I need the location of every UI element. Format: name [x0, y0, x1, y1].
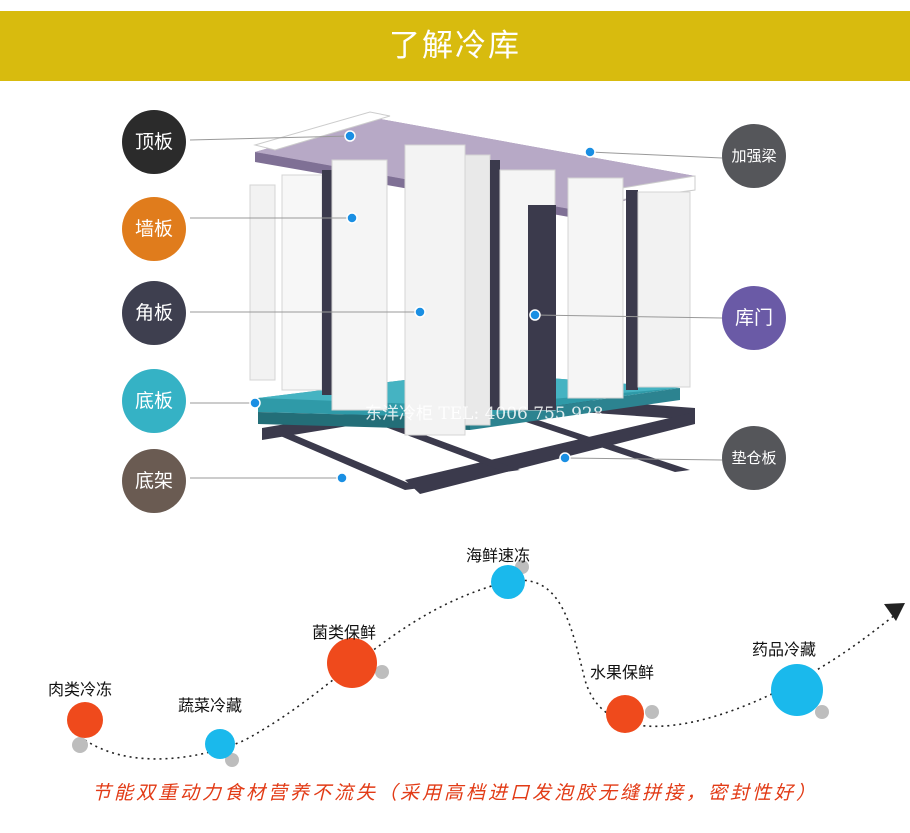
badge-corner-panel: 角板: [122, 281, 186, 345]
badge-wall-panel: 墙板: [122, 197, 186, 261]
badge-door: 库门: [722, 286, 786, 350]
watermark-text: 东洋冷柜 TEL: 4006 755 928: [365, 404, 604, 424]
use-dot-2: [205, 729, 235, 759]
use-dot-4: [491, 565, 525, 599]
title-banner: [0, 11, 910, 81]
slogan-text: 节能双重动力食材营养不流失（采用高档进口发泡胶无缝拼接，密封性好）: [91, 782, 818, 804]
use-label-meat: 肉类冷冻: [48, 680, 113, 699]
pointer-dots: [249, 130, 596, 484]
use-dot-3: [327, 638, 377, 688]
use-dot-5: [606, 695, 644, 733]
uses-curve: [84, 579, 896, 760]
use-label-medicine: 药品冷藏: [752, 640, 817, 659]
arrow-head-icon: [884, 603, 905, 621]
use-label-fruit: 水果保鲜: [590, 663, 655, 682]
use-label-mushrooms: 菌类保鲜: [312, 623, 377, 642]
pointer-lines: [189, 135, 723, 479]
badge-base-frame: 底架: [122, 449, 186, 513]
wall-panels: [249, 144, 691, 436]
use-dot-1: [67, 702, 103, 738]
grey-dots: [72, 560, 829, 767]
badge-pallet-board: 垫仓板: [722, 426, 786, 490]
use-label-seafood: 海鲜速冻: [466, 546, 531, 565]
page-title: 了解冷库: [389, 28, 521, 64]
badge-roof-panel: 顶板: [122, 110, 186, 174]
use-label-vegetables: 蔬菜冷藏: [178, 696, 243, 715]
use-dot-6: [771, 664, 823, 716]
badge-floor-panel: 底板: [122, 369, 186, 433]
badge-reinforcing-beam: 加强梁: [722, 124, 786, 188]
